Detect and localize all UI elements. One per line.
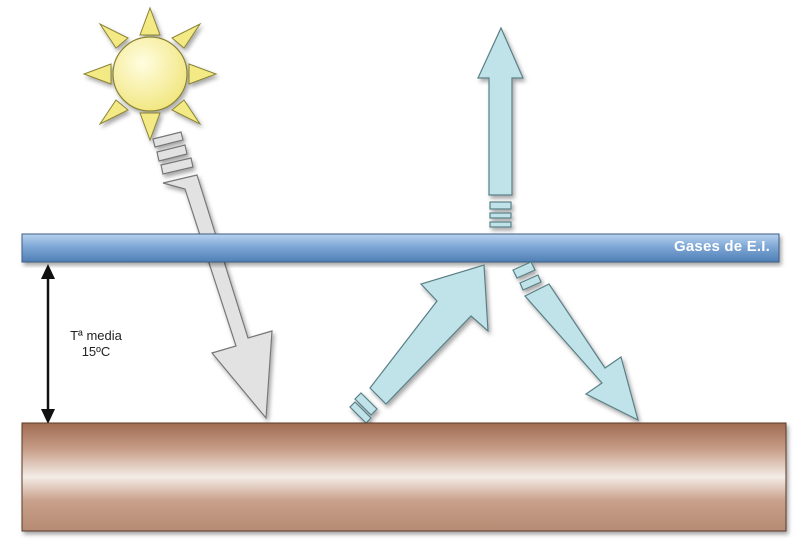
average-temperature-label: Tª media 15ºC — [56, 328, 136, 360]
gas-layer-label: Gases de E.I. — [674, 238, 770, 255]
greenhouse-gas-layer — [21, 233, 780, 263]
temperature-value: 15ºC — [81, 344, 111, 359]
sun-icon — [82, 6, 218, 142]
ground-surface — [21, 422, 787, 532]
double-headed-arrow-icon — [41, 264, 55, 424]
solar-radiation-arrow — [152, 131, 273, 420]
ir-emission-arrow — [349, 264, 489, 424]
ir-backradiation-arrow — [512, 261, 639, 422]
temperature-caption: Tª media — [70, 328, 122, 343]
ir-escaping-arrow — [477, 26, 524, 228]
